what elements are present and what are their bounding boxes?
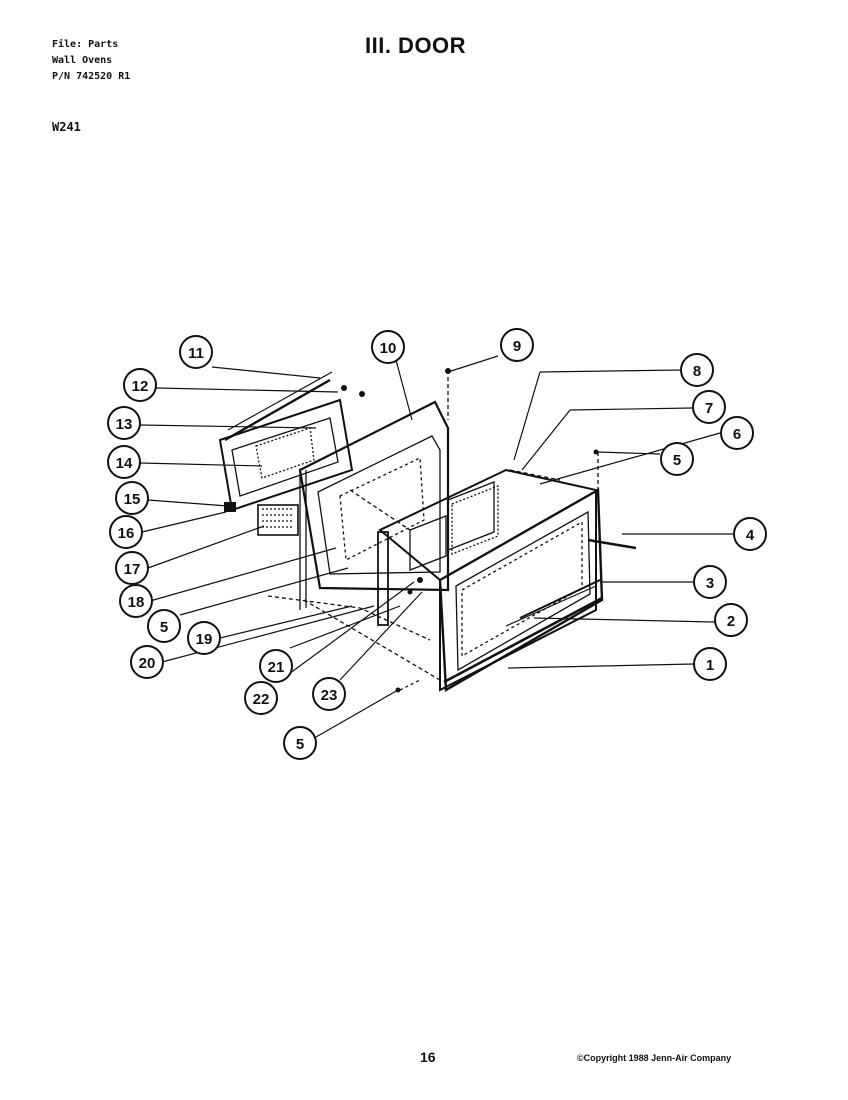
screw-item-22 bbox=[407, 589, 413, 595]
callout-23: 23 bbox=[312, 677, 346, 711]
callout-2: 2 bbox=[714, 603, 748, 637]
callout-label: 16 bbox=[118, 525, 135, 542]
screw-item-12 bbox=[341, 385, 347, 391]
page-number: 16 bbox=[420, 1049, 436, 1065]
clip-item-15 bbox=[224, 502, 236, 512]
screw-item-5-top bbox=[593, 449, 599, 455]
screw-item-12b bbox=[359, 391, 365, 397]
callout-15: 15 bbox=[115, 481, 149, 515]
callout-label: 22 bbox=[253, 691, 270, 708]
callout-21: 21 bbox=[259, 649, 293, 683]
callout-6: 6 bbox=[720, 416, 754, 450]
callout-label: 7 bbox=[705, 400, 713, 417]
screw-item-5-bottom bbox=[395, 687, 401, 693]
callout-label: 9 bbox=[513, 338, 521, 355]
callout-label: 14 bbox=[116, 455, 133, 472]
callout-17: 17 bbox=[115, 551, 149, 585]
callout-label: 17 bbox=[124, 561, 141, 578]
product-line: Wall Ovens bbox=[52, 55, 113, 66]
callout-label: 19 bbox=[196, 631, 213, 648]
callout-label: 23 bbox=[321, 687, 338, 704]
callout-19: 19 bbox=[187, 621, 221, 655]
section-title: III. DOOR bbox=[365, 33, 467, 58]
callout-label: 6 bbox=[733, 426, 741, 443]
callout-label: 4 bbox=[746, 527, 755, 544]
callout-label: 8 bbox=[693, 363, 701, 380]
callout-13: 13 bbox=[107, 406, 141, 440]
file-info-block: File: Parts Wall Ovens P/N 742520 R1 bbox=[52, 37, 130, 85]
callout-14: 14 bbox=[107, 445, 141, 479]
screw-item-23 bbox=[417, 577, 423, 583]
callout-10: 10 bbox=[371, 330, 405, 364]
callout-label: 13 bbox=[116, 416, 133, 433]
callout-22: 22 bbox=[244, 681, 278, 715]
callout-label: 5 bbox=[673, 452, 681, 469]
callout-5-mid: 5 bbox=[147, 609, 181, 643]
callout-5-top: 5 bbox=[660, 442, 694, 476]
callout-label: 21 bbox=[268, 659, 285, 676]
callout-label: 10 bbox=[380, 340, 397, 357]
callout-11: 11 bbox=[179, 335, 213, 369]
callout-label: 15 bbox=[124, 491, 141, 508]
callout-3: 3 bbox=[693, 565, 727, 599]
callout-16: 16 bbox=[109, 515, 143, 549]
callout-label: 2 bbox=[727, 613, 735, 630]
callout-8: 8 bbox=[680, 353, 714, 387]
model-label: W241 bbox=[52, 120, 81, 134]
callout-label: 12 bbox=[132, 378, 149, 395]
callout-20: 20 bbox=[130, 645, 164, 679]
part-number-line: P/N 742520 R1 bbox=[52, 71, 131, 82]
leader-lines bbox=[139, 355, 734, 738]
screw-item-9 bbox=[445, 368, 451, 374]
callout-label: 1 bbox=[706, 657, 714, 674]
callout-12: 12 bbox=[123, 368, 157, 402]
callout-5-bottom: 5 bbox=[283, 726, 317, 760]
callout-1: 1 bbox=[693, 647, 727, 681]
copyright-notice: ©Copyright 1988 Jenn-Air Company bbox=[577, 1053, 732, 1063]
door-drawing bbox=[218, 370, 637, 693]
callout-label: 5 bbox=[160, 619, 168, 636]
file-line: File: Parts bbox=[52, 39, 119, 50]
callout-label: 11 bbox=[188, 345, 204, 362]
callout-label: 18 bbox=[128, 594, 145, 611]
callout-7: 7 bbox=[692, 390, 726, 424]
callout-label: 3 bbox=[706, 575, 714, 592]
callout-4: 4 bbox=[733, 517, 767, 551]
callout-18: 18 bbox=[119, 584, 153, 618]
callout-label: 5 bbox=[296, 736, 304, 753]
callout-9: 9 bbox=[500, 328, 534, 362]
callout-label: 20 bbox=[139, 655, 156, 672]
fasteners bbox=[224, 368, 599, 693]
